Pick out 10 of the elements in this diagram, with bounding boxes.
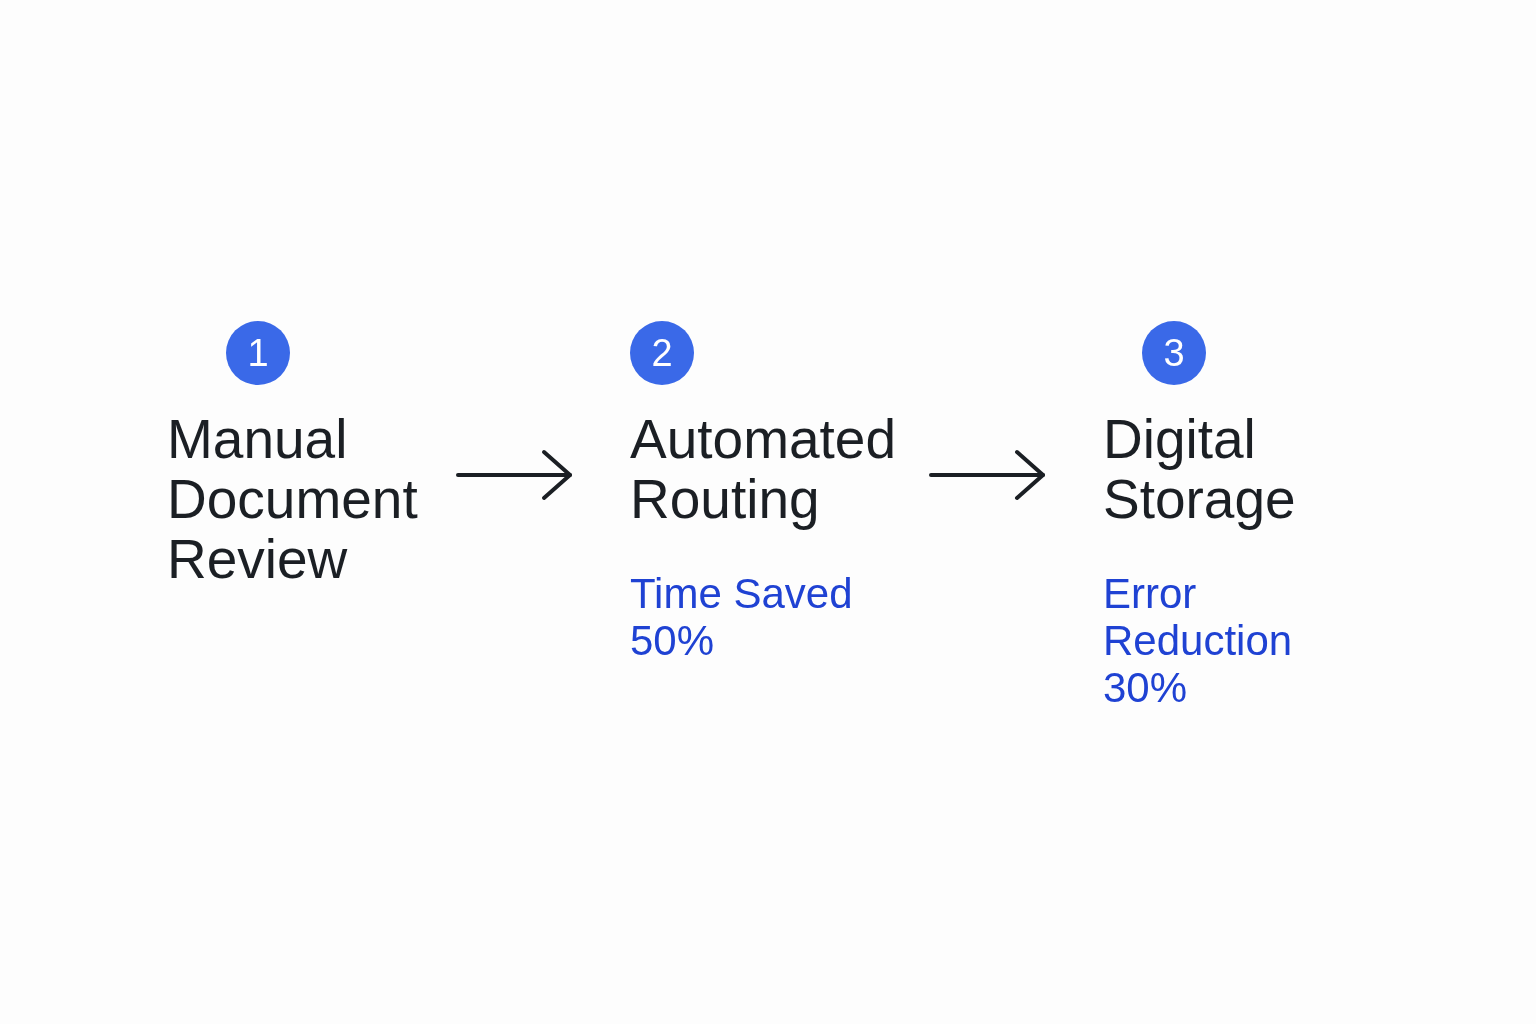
step-number-badge: 2 [630,321,694,385]
step-title: Manual Document Review [167,409,419,589]
step-title: Digital Storage [1103,409,1297,529]
step-title: Automated Routing [630,409,897,529]
arrow [456,450,572,500]
metric-text: Time Saved 50% [630,570,854,664]
step-number-badge: 1 [226,321,290,385]
metric-text: Error Reduction 30% [1103,570,1294,711]
arrow [929,450,1045,500]
step-number-badge: 3 [1142,321,1206,385]
